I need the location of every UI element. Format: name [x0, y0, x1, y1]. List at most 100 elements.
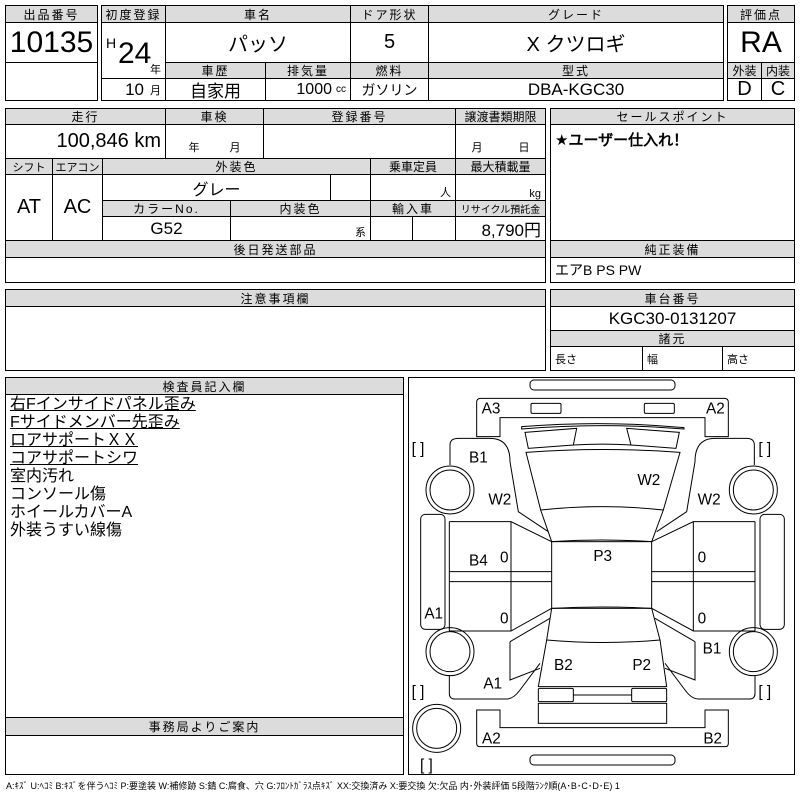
displacement-label: 排気量 — [265, 62, 351, 79]
inspector-note: コアサポートシワ — [10, 450, 139, 467]
chassis-number: KGC30-0131207 — [550, 306, 795, 331]
damage-mark: W2 — [698, 491, 721, 508]
inspector-note: 外装うすい線傷 — [10, 522, 123, 539]
recycle-label: リサイクル預託金 — [455, 200, 546, 217]
wheel-rear-left — [425, 627, 475, 677]
year-unit: 年 — [150, 64, 161, 76]
year: 24 — [118, 37, 152, 70]
rear-bumper — [476, 709, 729, 748]
grade: X クツロギ — [428, 22, 724, 63]
capacity: 人 — [370, 174, 456, 201]
model-label: 型式 — [428, 62, 724, 79]
interior-color: 系 — [230, 216, 371, 241]
displacement-unit: cc — [336, 84, 346, 95]
exterior-label: 外装 — [727, 62, 762, 79]
damage-mark: A3 — [482, 400, 501, 417]
office-label: 事務局よりご案内 — [5, 717, 404, 736]
doors: 5 — [350, 22, 429, 63]
transfer-label: 譲渡書類期限 — [455, 108, 546, 125]
right-front-fender — [656, 437, 755, 533]
car-outline — [412, 379, 785, 766]
rear-window — [546, 606, 661, 643]
office-info — [5, 735, 404, 775]
mileage: 100,846 km — [5, 124, 166, 159]
shift-label: シフト — [5, 158, 53, 175]
headlight-right — [643, 402, 675, 414]
load: kg — [455, 174, 546, 201]
wheel-front-right — [728, 465, 778, 515]
damage-mark: B4 — [469, 553, 488, 570]
first-reg-year: H 24 年 — [101, 22, 166, 79]
bracket: [ ] — [412, 440, 425, 457]
interior-color-label: 内装色 — [230, 200, 371, 217]
inspector-note: ロアサポートＸＸ — [10, 432, 139, 449]
transfer-month-unit: 月 — [471, 142, 483, 154]
lot-empty — [5, 62, 98, 101]
inspection: 年月 — [165, 124, 264, 159]
color-extra — [330, 174, 371, 201]
headlight-left — [530, 402, 562, 414]
damage-mark: B1 — [703, 640, 722, 657]
height-label: 高さ — [722, 346, 795, 371]
damage-mark: P3 — [593, 548, 612, 565]
interior-grade: C — [761, 78, 795, 101]
grade-label: グレード — [428, 5, 724, 23]
hood — [525, 449, 681, 511]
left-rear-fender — [448, 617, 551, 700]
damage-mark: B2 — [554, 657, 573, 674]
equipment: エアB PS PW — [550, 257, 795, 283]
left-front-fender — [449, 437, 549, 533]
cowl — [573, 443, 632, 446]
damage-mark: P2 — [632, 657, 651, 674]
wheel-rear-right — [728, 627, 778, 677]
door-label: ドア形状 — [350, 5, 429, 23]
history: 自家用 — [165, 78, 266, 101]
inspector-label: 検査員記入欄 — [5, 377, 404, 395]
specs-label: 諸元 — [550, 330, 795, 347]
left-doors — [448, 521, 552, 632]
bracket: [ ] — [420, 757, 433, 774]
damage-mark: B1 — [469, 449, 488, 466]
lot-label: 出品番号 — [5, 5, 98, 23]
sales-point-label: セールスポイント — [550, 108, 795, 125]
transfer-day-unit: 日 — [518, 142, 530, 154]
length-label: 長さ — [550, 346, 643, 371]
displacement-value: 1000 — [296, 80, 332, 98]
import-label: 輸入車 — [370, 200, 456, 217]
fuel: ガソリン — [350, 78, 429, 101]
right-sill — [759, 513, 785, 630]
inspector-note: ホイールカバーA — [10, 504, 133, 521]
inspection-month-unit: 月 — [229, 142, 241, 154]
windshield-strip — [521, 423, 685, 430]
spare-wheel — [412, 703, 462, 753]
recycle: 8,790円 — [455, 216, 546, 241]
tail-left — [537, 687, 574, 703]
bracket: [ ] — [758, 440, 771, 457]
right-rear-fender — [654, 617, 756, 700]
model: DBA-KGC30 — [428, 78, 724, 101]
damage-mark: A1 — [424, 605, 443, 622]
tail-right — [631, 687, 668, 703]
trunk — [537, 639, 668, 688]
damage-mark: 0 — [500, 550, 509, 567]
chassis-label: 車台番号 — [550, 289, 795, 307]
color-no-label: カラーNo. — [102, 200, 231, 217]
wheel-front-left — [425, 465, 475, 515]
later-parts — [5, 257, 546, 283]
history-label: 車歴 — [165, 62, 266, 79]
load-label: 最大積載量 — [455, 158, 546, 175]
mileage-label: 走行 — [5, 108, 166, 125]
ac: AC — [52, 174, 103, 241]
front-windows — [524, 427, 680, 449]
damage-mark: A1 — [483, 675, 502, 692]
damage-mark: A2 — [482, 730, 501, 747]
damage-mark: 0 — [698, 550, 707, 567]
first-reg-label: 初度登録 — [101, 5, 166, 23]
inspector-note: 右Fインサイドパネル歪み — [10, 396, 196, 413]
import-a — [370, 216, 413, 241]
rear-panel — [537, 702, 668, 724]
inspection-label: 車検 — [165, 108, 264, 125]
color-label: 外装色 — [102, 158, 371, 175]
